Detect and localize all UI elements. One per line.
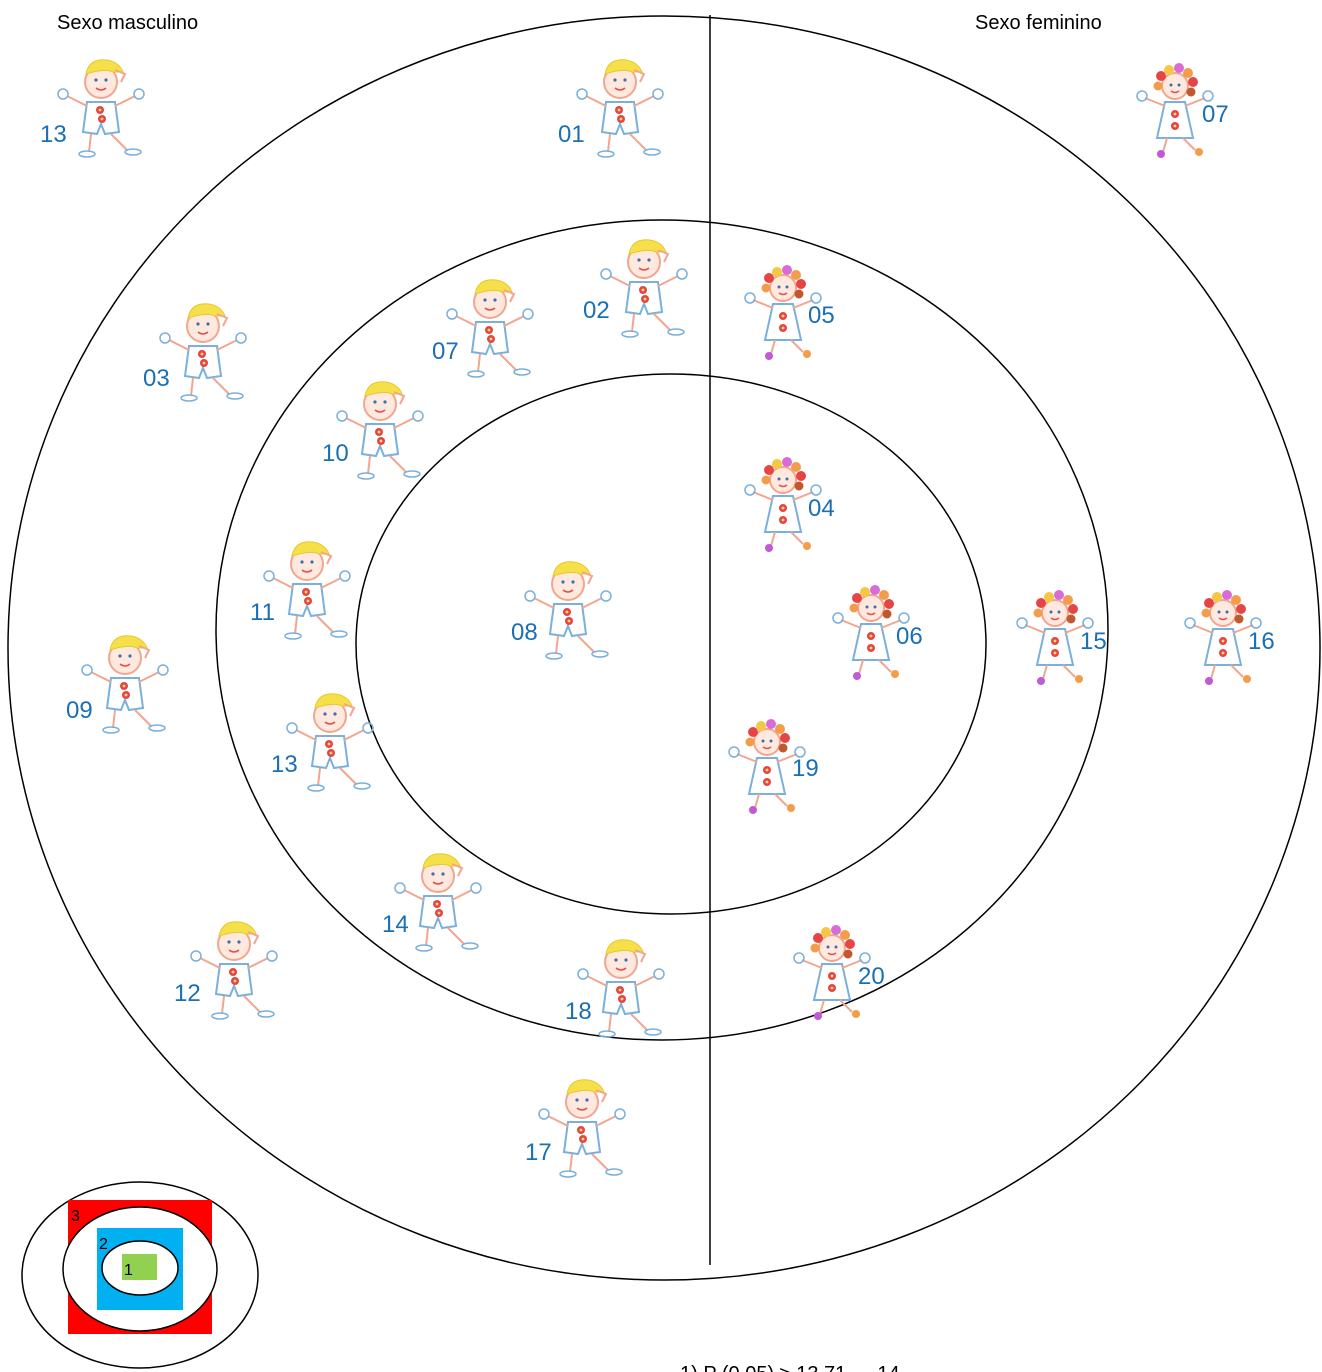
- boy-label: 07: [432, 338, 459, 365]
- header-female: Sexo feminino: [975, 12, 1102, 34]
- boy-label: 12: [174, 980, 201, 1007]
- legend-ring1-square: [122, 1254, 157, 1280]
- boy-figure-12: 12: [174, 920, 278, 1020]
- boy-label: 03: [143, 365, 170, 392]
- girl-figure-07-outside: 07: [1136, 62, 1229, 159]
- legend-label-3: 3: [71, 1208, 80, 1225]
- boy-figure-02: 02: [583, 238, 688, 338]
- girl-label: 04: [808, 495, 835, 522]
- middle-circle: [215, 219, 1109, 1041]
- boy-figure-10: 10: [322, 380, 424, 480]
- boy-label: 13: [40, 121, 67, 148]
- girl-figure-15: 15: [1016, 589, 1107, 686]
- legend-label-2: 2: [99, 1236, 108, 1253]
- boy-figure-09: 09: [66, 634, 169, 734]
- boy-figure-13: 13: [271, 692, 374, 792]
- header-male: Sexo masculino: [57, 12, 198, 34]
- girl-figure-05: 05: [744, 264, 835, 361]
- boy-figure-08: 08: [511, 560, 612, 660]
- girl-label: 19: [792, 755, 819, 782]
- boy-label: 18: [565, 998, 592, 1025]
- boy-label: 11: [250, 599, 275, 626]
- legend-label-1: 1: [124, 1262, 133, 1279]
- boy-label: 13: [271, 751, 298, 778]
- girl-figure-20: 20: [793, 924, 885, 1021]
- boy-figure-13-outside: 13: [40, 58, 145, 158]
- girl-figure-19: 19: [728, 718, 819, 815]
- boy-figure-14: 14: [382, 852, 482, 952]
- girl-label: 16: [1248, 628, 1275, 655]
- girl-label: 15: [1080, 628, 1107, 655]
- boy-label: 01: [558, 121, 585, 148]
- boy-figure-11: 11: [250, 540, 351, 640]
- boy-figure-01: 01: [558, 58, 664, 158]
- inner-circle: [355, 373, 987, 915]
- boy-label: 08: [511, 619, 538, 646]
- boy-figure-17: 17: [525, 1078, 626, 1178]
- boy-label: 09: [66, 697, 93, 724]
- girl-label: 05: [808, 302, 835, 329]
- outer-circle: [7, 15, 1321, 1281]
- boy-figure-07: 07: [432, 278, 534, 378]
- boy-label: 02: [583, 297, 610, 324]
- boy-label: 10: [322, 440, 349, 467]
- boy-figure-18: 18: [565, 938, 665, 1038]
- boy-label: 14: [382, 911, 409, 938]
- girl-label: 20: [858, 963, 885, 990]
- boy-figure-03: 03: [143, 302, 247, 402]
- girl-figure-04: 04: [744, 456, 835, 553]
- girl-figure-06: 06: [832, 584, 923, 681]
- girl-label: 06: [896, 623, 923, 650]
- girl-figure-16: 16: [1184, 589, 1275, 686]
- legend: 3 2 1: [21, 1181, 259, 1369]
- footnote-formula: 1) P (0,05) ≥ 13,71 → 14: [680, 1363, 900, 1372]
- girl-label: 07: [1202, 101, 1229, 128]
- boy-label: 17: [525, 1139, 552, 1166]
